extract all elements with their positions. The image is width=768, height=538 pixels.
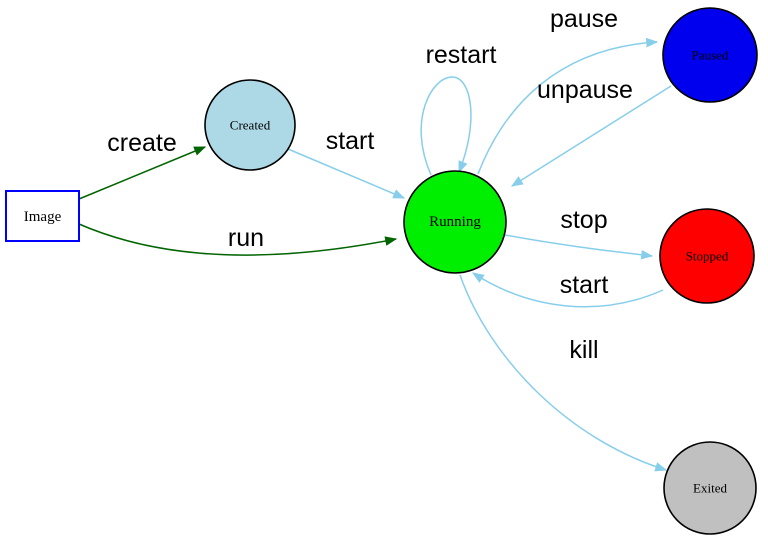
edge-unpause-label: unpause: [537, 76, 633, 104]
edge-restart[interactable]: restart: [420, 41, 497, 176]
edge-stop[interactable]: stop: [504, 206, 654, 260]
edge-pause[interactable]: pause: [477, 5, 659, 175]
edge-pause-label: pause: [550, 5, 618, 33]
edge-unpause[interactable]: unpause: [510, 76, 672, 187]
edge-unpause-path: [510, 85, 672, 187]
edge-stop-path: [504, 234, 654, 260]
node-image-shape: [5, 190, 80, 242]
edge-run-path: [78, 223, 398, 256]
node-exited-shape: [663, 441, 757, 535]
edge-start-created-label: start: [326, 127, 375, 155]
node-stopped-shape: [659, 208, 755, 304]
node-created[interactable]: Created: [204, 79, 296, 171]
node-paused-shape: [662, 7, 758, 103]
edge-start-created[interactable]: start: [287, 127, 406, 199]
edge-restart-label: restart: [426, 41, 497, 69]
edge-restart-path: [420, 76, 472, 176]
edge-create-path: [78, 146, 207, 200]
edge-kill[interactable]: kill: [459, 274, 668, 472]
edge-start-created-path: [287, 148, 406, 199]
node-paused[interactable]: Paused: [662, 7, 758, 103]
node-running-shape: [403, 170, 507, 274]
node-exited[interactable]: Exited: [663, 441, 757, 535]
node-stopped[interactable]: Stopped: [659, 208, 755, 304]
edge-create-label: create: [107, 129, 176, 157]
edge-start-stopped[interactable]: start: [471, 271, 664, 308]
node-image[interactable]: Image: [5, 190, 80, 242]
edge-start-stopped-path: [471, 272, 664, 308]
edge-create[interactable]: create: [78, 129, 207, 200]
edge-kill-label: kill: [569, 336, 598, 364]
edge-kill-path: [459, 274, 668, 472]
edge-pause-path: [477, 37, 659, 175]
node-running[interactable]: Running: [403, 170, 507, 274]
edge-start-stopped-label: start: [560, 271, 609, 299]
edge-stop-label: stop: [560, 206, 607, 234]
edges-layer: create run start pause unpause: [78, 5, 672, 472]
node-created-shape: [204, 79, 296, 171]
edge-run[interactable]: run: [78, 223, 398, 256]
edge-run-label: run: [228, 224, 264, 252]
